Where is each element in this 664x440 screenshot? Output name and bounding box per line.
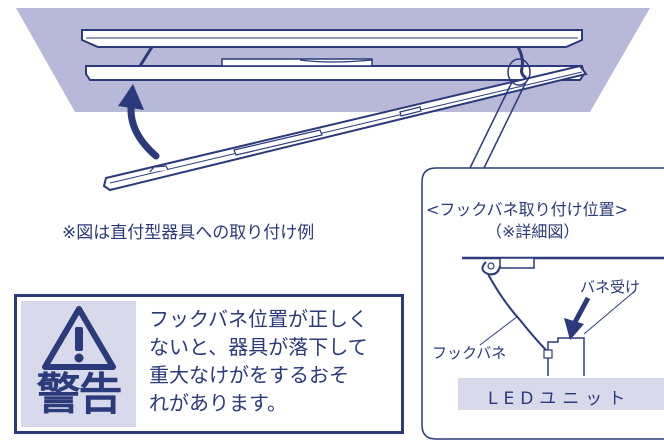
warning-badge: 警告 <box>21 301 136 427</box>
hook-spring-left <box>138 46 154 67</box>
warning-text: フックバネ位置が正しく ないと、器具が落下して 重大なけがをするおそ れがありま… <box>149 305 401 417</box>
warning-triangle-icon <box>42 306 116 370</box>
warning-line: ないと、器具が落下して <box>149 335 368 359</box>
led-unit-label: LEDユニット <box>488 389 632 409</box>
figure-caption: ※図は直付型器具への取り付け例 <box>62 223 315 243</box>
detail-callout-circle <box>507 58 531 86</box>
label-spring-receiver: バネ受け <box>580 278 641 296</box>
warning-line: フックバネ位置が正しく <box>149 307 368 331</box>
detail-hook <box>481 261 501 276</box>
detail-spring-receiver <box>547 337 585 376</box>
hook-spring-right <box>516 46 527 80</box>
warning-box: 警告 フックバネ位置が正しく ないと、器具が落下して 重大なけがをするおそ れが… <box>14 294 404 434</box>
detail-spring-wire <box>487 273 549 353</box>
warning-line: れがあります。 <box>149 391 287 415</box>
warning-title: 警告 <box>36 369 123 420</box>
fixture-body <box>85 65 586 81</box>
led-unit-panel: LEDユニット <box>458 378 664 410</box>
detail-box <box>421 167 664 440</box>
detail-title: <フックバネ取り付け位置> <box>426 200 629 219</box>
warning-line: 重大なけがをするおそ <box>149 363 349 387</box>
down-arrow-icon <box>564 318 584 340</box>
label-hook-spring: フックバネ <box>432 344 507 362</box>
detail-subtitle: （※詳細図） <box>486 222 580 241</box>
